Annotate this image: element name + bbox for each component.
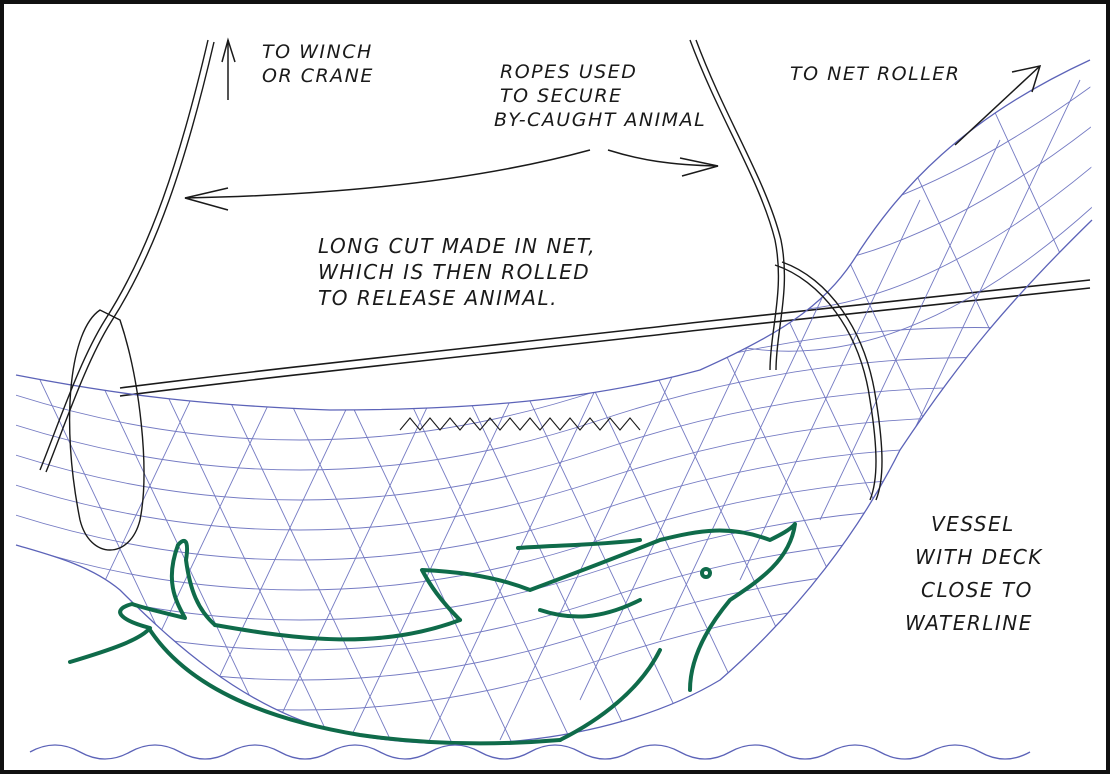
arrow-to-winch [222, 40, 235, 100]
label-line: CLOSE TO [905, 574, 1043, 607]
arrow-cut-left [185, 150, 590, 210]
label-line: WHICH IS THEN ROLLED [318, 259, 596, 285]
label-line: VESSEL [905, 508, 1043, 541]
label-line: BY-CAUGHT ANIMAL [494, 108, 706, 132]
rope-left [40, 40, 214, 550]
label-line: LONG CUT MADE IN NET, [318, 233, 596, 259]
vessel-deck-edge [120, 280, 1090, 396]
label-line: WITH DECK [905, 541, 1043, 574]
label-line: TO SECURE [494, 84, 706, 108]
net-mesh [0, 80, 1110, 760]
label-line: TO WINCH [262, 40, 374, 64]
label-net-roller: TO NET ROLLER [790, 62, 961, 86]
net-cut-edge [400, 418, 640, 430]
dolphin [70, 524, 795, 743]
label-line: TO RELEASE ANIMAL. [318, 285, 596, 311]
water-line [30, 745, 1030, 759]
label-long-cut: LONG CUT MADE IN NET, WHICH IS THEN ROLL… [318, 233, 596, 311]
arrow-cut-right [608, 150, 718, 176]
label-to-winch: TO WINCH OR CRANE [262, 40, 374, 88]
arrow-to-net-roller [955, 66, 1040, 145]
label-line: TO NET ROLLER [790, 62, 961, 86]
label-line: WATERLINE [905, 607, 1043, 640]
label-ropes: ROPES USED TO SECURE BY-CAUGHT ANIMAL [494, 60, 706, 132]
label-vessel: VESSEL WITH DECK CLOSE TO WATERLINE [905, 508, 1043, 640]
label-line: ROPES USED [494, 60, 706, 84]
label-line: OR CRANE [262, 64, 374, 88]
